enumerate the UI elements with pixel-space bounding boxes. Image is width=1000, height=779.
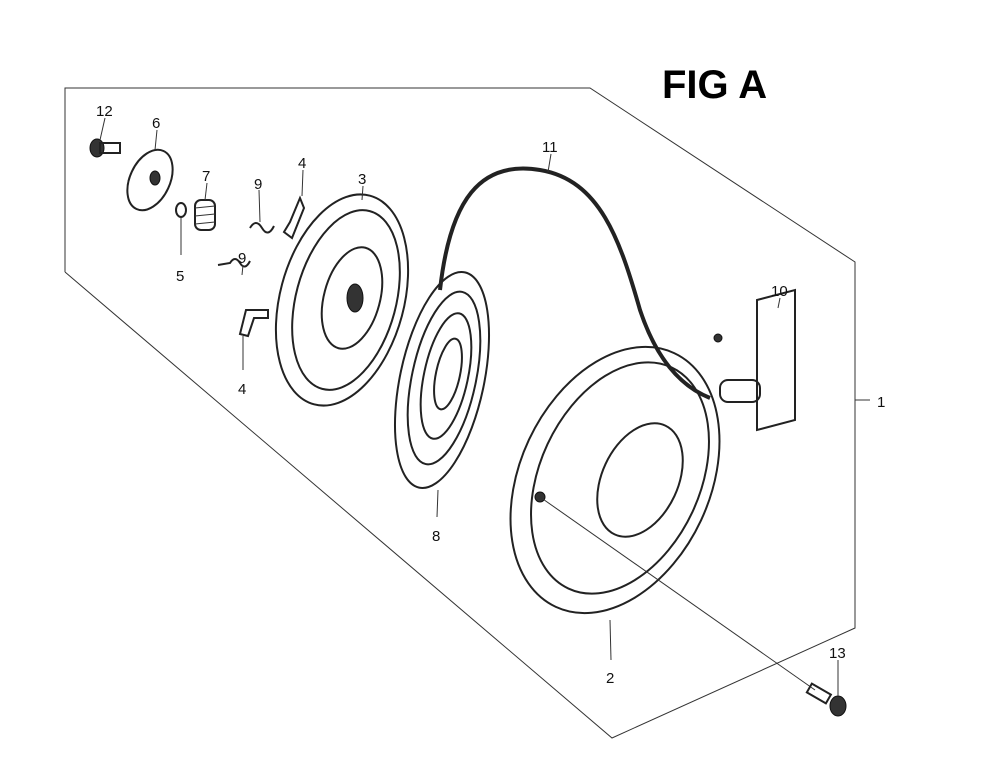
part-4-ratchet-lower: [238, 309, 269, 338]
callout-13: 13: [829, 645, 846, 662]
callout-10: 10: [771, 283, 788, 300]
part-9-spring-upper: [249, 222, 275, 234]
part-7-spring: [194, 199, 216, 231]
part-12-bolt: [89, 138, 121, 158]
part-2-cover: [509, 333, 723, 615]
figure-title: FIG A: [662, 63, 767, 107]
callout-9-lower: 9: [238, 250, 246, 267]
callout-1: 1: [877, 394, 885, 411]
callout-5: 5: [176, 268, 184, 285]
callout-11: 11: [542, 139, 558, 156]
part-11-rope: [438, 166, 711, 400]
callout-8: 8: [432, 528, 440, 545]
assembly-border: [64, 87, 856, 739]
part-9-spring-lower: [217, 258, 251, 268]
callout-7: 7: [202, 168, 210, 185]
part-3-reel: [274, 193, 410, 407]
callout-4-upper: 4: [298, 155, 306, 172]
leaders: [99, 117, 839, 696]
callout-2: 2: [606, 670, 614, 687]
callout-3: 3: [358, 171, 366, 188]
callout-9-upper: 9: [254, 176, 262, 193]
part-10-handle: [719, 288, 796, 432]
part-8-spiral-spring: [393, 271, 491, 489]
part-6-cap: [126, 148, 174, 212]
part-4-ratchet-upper: [282, 195, 306, 240]
callout-6: 6: [152, 115, 160, 132]
callout-4-lower: 4: [238, 381, 246, 398]
part-5-washer: [175, 202, 187, 218]
callout-12: 12: [96, 103, 113, 120]
part-13-bolt: [539, 496, 847, 717]
